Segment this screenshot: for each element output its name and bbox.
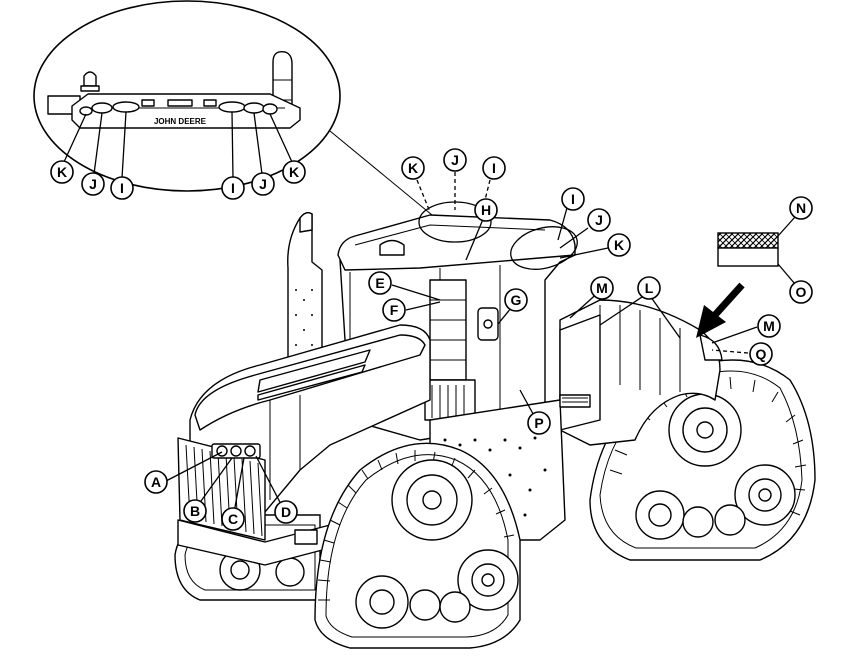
svg-text:C: C	[228, 511, 238, 527]
callout-a: A	[144, 470, 168, 494]
svg-text:I: I	[492, 160, 496, 176]
callout-i-inset-right: I	[221, 176, 245, 200]
callout-j-inset-right: J	[251, 172, 275, 196]
decal-legend	[696, 216, 796, 338]
callout-l: L	[637, 276, 661, 300]
svg-text:K: K	[614, 237, 624, 253]
callout-circles: K J I I J K K J I H I J K E F G M L M Q …	[50, 148, 813, 531]
svg-text:F: F	[390, 302, 399, 318]
callout-i-inset-left: I	[110, 176, 134, 200]
callout-k-roof: K	[401, 156, 425, 180]
svg-text:L: L	[645, 280, 654, 296]
inset-lamp-right-0	[262, 103, 278, 115]
callout-f: F	[382, 298, 406, 322]
svg-text:J: J	[259, 176, 267, 192]
callout-m-left: M	[590, 276, 614, 300]
svg-text:K: K	[408, 160, 418, 176]
callout-q: Q	[749, 342, 773, 366]
svg-text:K: K	[289, 164, 299, 180]
tractor-illustration	[174, 211, 816, 649]
callout-k-inset-left: K	[50, 160, 74, 184]
callout-i-roof: I	[482, 156, 506, 180]
svg-text:N: N	[796, 200, 806, 216]
inset-lamp-right-2	[218, 101, 246, 113]
location-arrow	[696, 282, 745, 338]
callout-n: N	[789, 196, 813, 220]
callout-m-right: M	[757, 314, 781, 338]
callout-e: E	[368, 271, 392, 295]
svg-text:P: P	[534, 415, 543, 431]
svg-text:J: J	[451, 152, 459, 168]
callout-i-right: I	[561, 187, 585, 211]
roof-inset: JOHN DEERE	[33, 0, 433, 216]
callout-k-right: K	[607, 233, 631, 257]
callout-g: G	[504, 288, 528, 312]
callout-o: O	[789, 280, 813, 304]
exhaust-stack	[287, 211, 323, 361]
svg-text:Q: Q	[756, 346, 767, 362]
callout-d: D	[274, 500, 298, 524]
inset-lamp-left-1	[91, 102, 113, 114]
svg-text:I: I	[231, 180, 235, 196]
reflective-strip-orange	[717, 247, 779, 267]
beacon-light	[80, 71, 100, 92]
callout-p: P	[527, 411, 551, 435]
svg-text:M: M	[596, 280, 608, 296]
callout-j-inset-left: J	[81, 172, 105, 196]
callout-c: C	[221, 507, 245, 531]
svg-text:I: I	[120, 180, 124, 196]
svg-text:H: H	[481, 202, 491, 218]
callout-j-right: J	[587, 208, 611, 232]
callout-h: H	[474, 198, 498, 222]
reflective-strip-red	[717, 232, 779, 249]
svg-text:B: B	[190, 503, 200, 519]
svg-text:K: K	[57, 164, 67, 180]
inset-brand-text: JOHN DEERE	[154, 117, 207, 126]
svg-text:D: D	[281, 504, 291, 520]
inset-lamp-right-1	[243, 102, 265, 114]
leader-lines	[165, 172, 758, 519]
svg-text:M: M	[763, 318, 775, 334]
svg-text:A: A	[151, 474, 161, 490]
svg-text:J: J	[595, 212, 603, 228]
svg-text:J: J	[89, 176, 97, 192]
svg-text:O: O	[796, 284, 807, 300]
callout-j-roof: J	[443, 148, 467, 172]
svg-text:I: I	[571, 191, 575, 207]
front-right-track	[314, 442, 521, 649]
svg-text:E: E	[375, 275, 384, 291]
callout-b: B	[183, 499, 207, 523]
inset-connector-line	[329, 130, 433, 216]
callout-k-inset-right: K	[282, 160, 306, 184]
inset-lamp-left-2	[112, 101, 140, 113]
svg-text:G: G	[511, 292, 522, 308]
